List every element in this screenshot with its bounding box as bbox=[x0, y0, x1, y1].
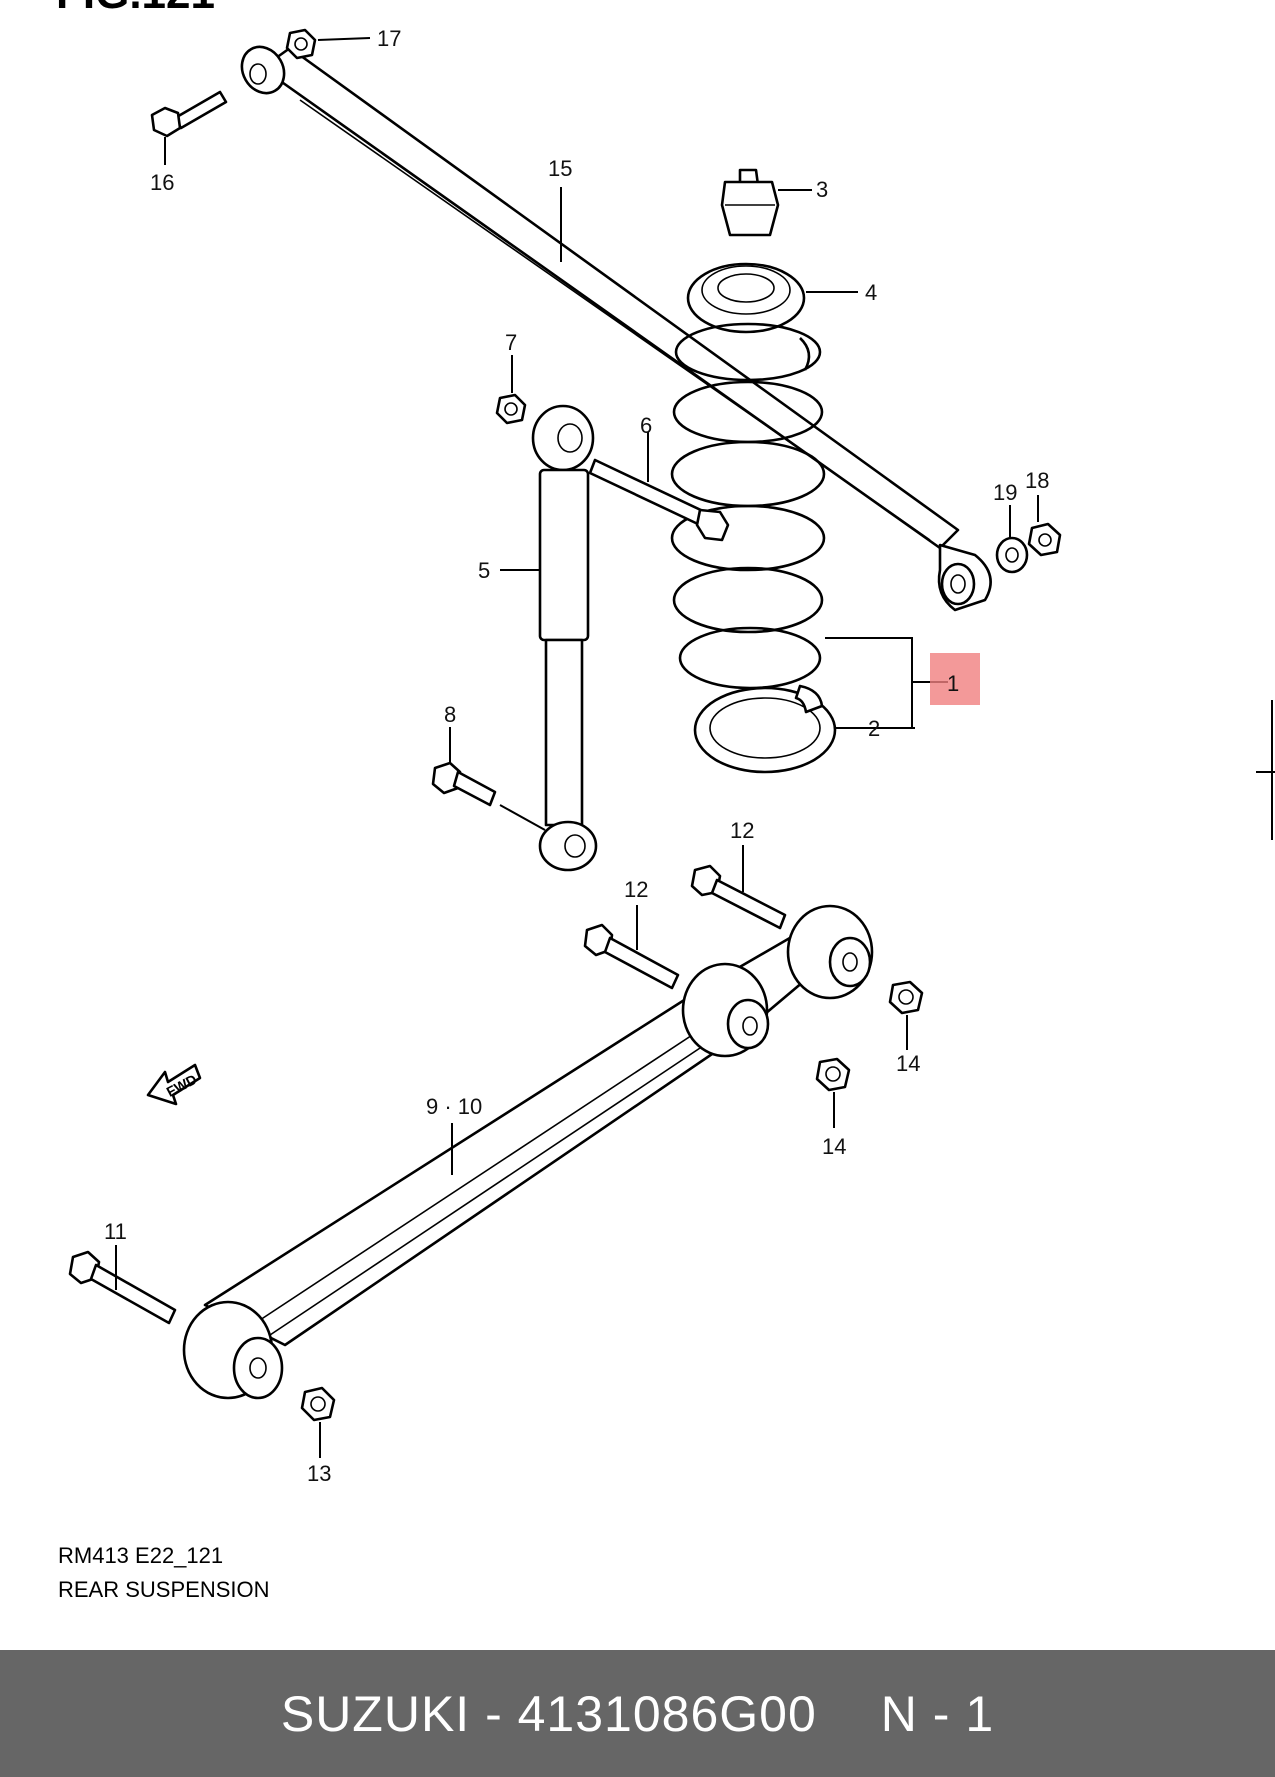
callout-12-lower: 12 bbox=[624, 877, 648, 902]
bolt-part-16 bbox=[150, 90, 228, 138]
callout-9-10: 9 · 10 bbox=[426, 1094, 482, 1119]
bolt-part-12-lower bbox=[583, 923, 680, 990]
callout-1: 1 bbox=[947, 671, 959, 696]
bolt-part-6 bbox=[588, 458, 730, 542]
bump-stopper-part-3 bbox=[720, 168, 780, 237]
bolt-part-8 bbox=[431, 761, 497, 807]
callout-3: 3 bbox=[816, 177, 828, 202]
nut-part-18 bbox=[1027, 522, 1062, 557]
part-footer-bar: SUZUKI - 4131086G00 N - 1 bbox=[0, 1650, 1275, 1777]
callout-2: 2 bbox=[868, 716, 880, 741]
figure-title: FIG.121 bbox=[56, 0, 215, 18]
lateral-rod-part-15 bbox=[240, 45, 992, 612]
callout-14-upper: 14 bbox=[896, 1051, 920, 1076]
washer-part-19 bbox=[995, 536, 1029, 574]
nut-part-7 bbox=[495, 393, 527, 425]
fwd-arrow-icon: FWD bbox=[146, 1063, 202, 1106]
spring-seat-part-4 bbox=[686, 262, 806, 334]
callout-17: 17 bbox=[377, 26, 401, 51]
item-number: N - 1 bbox=[880, 1685, 995, 1742]
bolt-part-11 bbox=[68, 1250, 177, 1325]
spring-seat-part-2 bbox=[693, 684, 837, 774]
callout-1-highlight bbox=[930, 653, 980, 705]
callout-8: 8 bbox=[444, 702, 456, 727]
callout-19: 19 bbox=[993, 480, 1017, 505]
callout-13: 13 bbox=[307, 1461, 331, 1486]
nut-part-14-lower bbox=[815, 1057, 851, 1092]
callout-15: 15 bbox=[548, 156, 572, 181]
callout-6: 6 bbox=[640, 413, 652, 438]
coil-spring bbox=[670, 322, 826, 690]
callout-11: 11 bbox=[104, 1219, 127, 1244]
callout-7: 7 bbox=[505, 330, 517, 355]
bolt-part-12-upper bbox=[690, 864, 787, 930]
callout-4: 4 bbox=[865, 280, 877, 305]
shock-absorber-part-5 bbox=[531, 404, 598, 872]
trailing-arm-part-9-10 bbox=[182, 904, 874, 1400]
nut-part-14-upper bbox=[888, 980, 924, 1015]
brand-part-number: SUZUKI - 4131086G00 bbox=[280, 1685, 817, 1742]
figure-caption: REAR SUSPENSION bbox=[58, 1577, 270, 1602]
callout-14-lower: 14 bbox=[822, 1134, 846, 1159]
rear-suspension-diagram: FIG.121 bbox=[56, 0, 1275, 1602]
callout-18: 18 bbox=[1025, 468, 1049, 493]
nut-part-13 bbox=[300, 1386, 336, 1422]
callout-16: 16 bbox=[150, 170, 174, 195]
nut-part-17 bbox=[285, 28, 317, 60]
callout-12-upper: 12 bbox=[730, 818, 754, 843]
callout-5: 5 bbox=[478, 558, 490, 583]
figure-ref-code: RM413 E22_121 bbox=[58, 1543, 223, 1568]
